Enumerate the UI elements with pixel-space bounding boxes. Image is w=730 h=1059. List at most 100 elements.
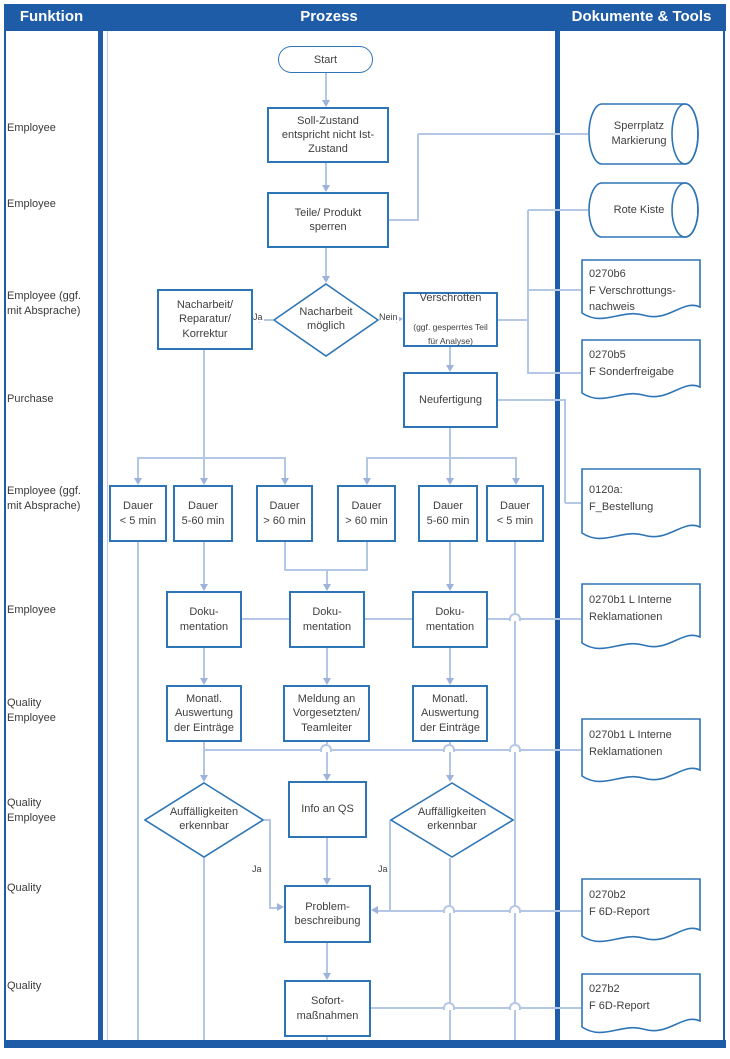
process-soll-zustand: Soll-Zustand entspricht nicht Ist- Zusta… — [267, 107, 389, 163]
connector-line — [326, 570, 328, 584]
arrowhead — [200, 478, 208, 485]
connector-line — [498, 399, 566, 401]
arrowhead — [200, 584, 208, 591]
arrowhead — [323, 973, 331, 980]
connector-line — [137, 457, 139, 478]
arrowhead — [446, 678, 454, 685]
function-label: Employee (ggf. mit Absprache) — [7, 290, 81, 317]
connector-line — [449, 648, 451, 678]
doc-interne-reklamationen-2-label: 0270b1 L Interne Reklamationen — [589, 729, 672, 758]
process-dokumentation-3: Doku- mentation — [412, 591, 488, 648]
connector-line — [389, 820, 391, 911]
arrowhead — [446, 775, 454, 782]
connector-line — [365, 618, 412, 620]
lane-header-prozess: Prozess — [300, 8, 358, 25]
arrowhead — [134, 478, 142, 485]
connector-line — [417, 134, 419, 220]
connector-line — [565, 502, 581, 504]
connector-line — [269, 819, 271, 908]
connector-line — [203, 458, 205, 478]
cylinder-rote-kiste-label: Rote Kiste — [613, 203, 665, 216]
connector-line — [269, 907, 277, 909]
function-label: Employee (ggf. mit Absprache) — [7, 485, 81, 512]
connector-line — [389, 219, 419, 221]
connector-line — [449, 458, 451, 478]
doc-interne-reklamationen-1-label: 0270b1 L Interne Reklamationen — [589, 594, 672, 623]
doc-bestellung — [581, 468, 701, 540]
connector-line — [325, 163, 327, 185]
connector-line — [528, 209, 588, 211]
process-dauer-5: Dauer 5-60 min — [418, 485, 478, 542]
connector-line — [326, 648, 328, 678]
decision-nacharbeit-label: Nacharbeit möglich — [299, 306, 353, 332]
arrowhead — [322, 185, 330, 192]
process-monatl-auswertung-1: Monatl. Auswertung der Einträge — [166, 685, 242, 742]
line-hop — [509, 744, 521, 752]
process-monatl-auswertung-2: Monatl. Auswertung der Einträge — [412, 685, 488, 742]
line-hop — [509, 613, 521, 621]
connector-line — [366, 457, 516, 459]
ja-label: Ja — [251, 864, 263, 874]
process-info-an-qs: Info an QS — [288, 781, 367, 838]
verschrotten-label: Verschrotten — [419, 291, 482, 304]
decision-auffaelligkeiten-links-label: Auffälligkeiten erkennbar — [169, 806, 239, 832]
line-hop — [443, 1002, 455, 1010]
arrowhead — [200, 775, 208, 782]
lane-divider-1 — [98, 31, 103, 1040]
cylinder-sperrplatz-label: Sperrplatz Markierung — [611, 120, 667, 147]
function-label: Employee — [7, 122, 56, 134]
header-band — [4, 4, 726, 31]
arrowhead — [371, 906, 378, 914]
arrowhead — [446, 478, 454, 485]
doc-sonderfreigabe-label: 0270b5 F Sonderfreigabe — [589, 349, 674, 378]
connector-line — [564, 399, 566, 503]
process-dauer-4: Dauer > 60 min — [337, 485, 396, 542]
process-meldung-vorgesetzten: Meldung an Vorgesetzten/ Teamleiter — [283, 685, 370, 742]
connector-line — [203, 858, 205, 1040]
connector-line — [260, 319, 273, 321]
function-label: Employee — [7, 198, 56, 210]
process-dokumentation-1: Doku- mentation — [166, 591, 242, 648]
connector-line — [326, 742, 328, 774]
doc-interne-reklamationen-1 — [581, 583, 701, 650]
arrowhead — [200, 678, 208, 685]
start-label: Start — [313, 53, 338, 66]
decision-auffaelligkeiten-links — [144, 782, 264, 858]
decision-nacharbeit-moeglich — [273, 283, 379, 357]
frame-left — [4, 31, 6, 1047]
ja-label: Ja — [252, 312, 264, 322]
line-hop — [443, 744, 455, 752]
connector-line — [418, 133, 588, 135]
arrowhead — [323, 774, 331, 781]
frame-bottom — [4, 1040, 726, 1048]
doc-bestellung-label: 0120a: F_Bestellung — [589, 484, 654, 513]
connector-line — [284, 457, 286, 478]
doc-6d-report-2 — [581, 973, 701, 1034]
process-dauer-6: Dauer < 5 min — [486, 485, 544, 542]
connector-line — [203, 350, 205, 458]
verschrotten-note: (ggf. gesperrtes Teil für Analyse) — [413, 321, 488, 346]
nein-label: Nein — [378, 312, 399, 322]
connector-line — [325, 73, 327, 100]
arrowhead — [363, 478, 371, 485]
connector-line — [378, 910, 581, 912]
function-label: Purchase — [7, 393, 54, 405]
function-label: Quality Employee — [7, 797, 56, 824]
process-dauer-2: Dauer 5-60 min — [173, 485, 233, 542]
connector-line — [449, 428, 451, 458]
connector-line — [326, 1037, 328, 1040]
process-neufertigung: Neufertigung — [403, 372, 498, 428]
arrowhead — [323, 678, 331, 685]
connector-line — [366, 457, 368, 478]
arrowhead — [446, 584, 454, 591]
arrowhead — [322, 276, 330, 283]
lane-header-dokumente: Dokumente & Tools — [571, 8, 712, 25]
doc-6d-report-1-label: 0270b2 F 6D-Report — [589, 889, 650, 918]
connector-line — [515, 457, 517, 478]
connector-line — [371, 1007, 581, 1009]
lane-divider-2 — [555, 31, 560, 1040]
connector-line — [449, 542, 451, 584]
function-label: Employee — [7, 604, 56, 616]
doc-6d-report-1 — [581, 878, 701, 943]
